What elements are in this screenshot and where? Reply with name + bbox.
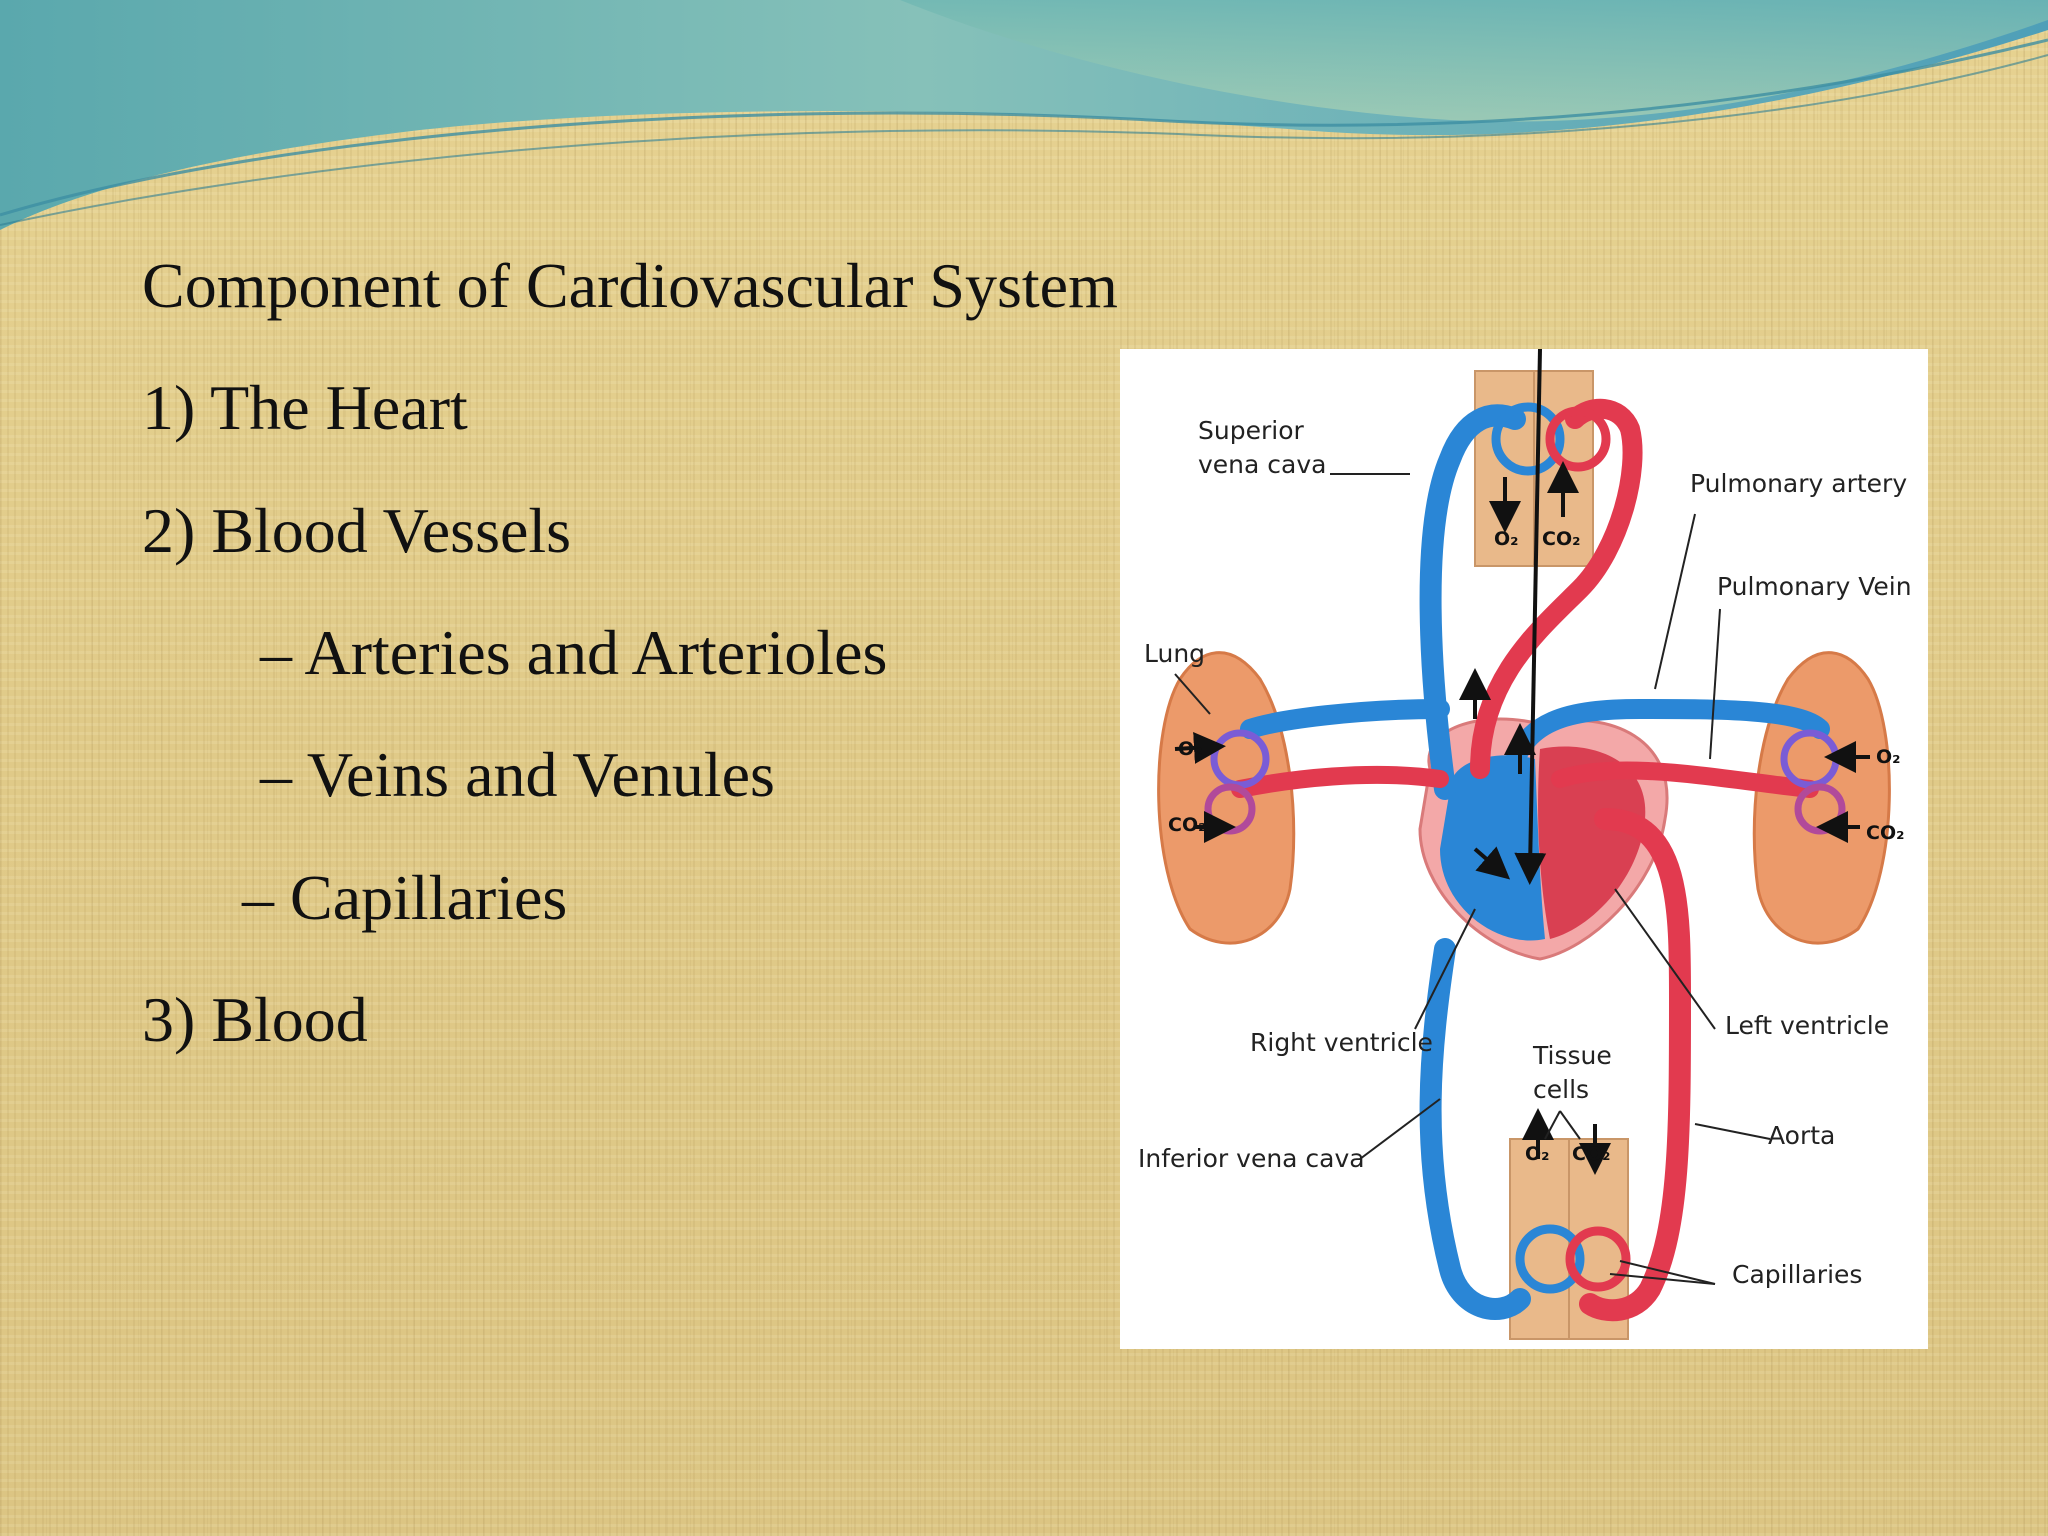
label-superior-vena-cava-1: Superior	[1198, 416, 1304, 445]
sub-item-arteries: – Arteries and Arterioles	[260, 617, 888, 688]
label-tissue-cells-1: Tissue	[1532, 1041, 1612, 1070]
label-pulmonary-artery: Pulmonary artery	[1690, 469, 1907, 498]
label-inferior-vena-cava: Inferior vena cava	[1138, 1144, 1365, 1173]
label-right-ventricle: Right ventricle	[1250, 1028, 1433, 1057]
left-ventricle-chamber	[1538, 746, 1646, 939]
lower-capillaries	[1515, 1224, 1631, 1294]
gas-co2-left-lung: CO₂	[1168, 814, 1206, 836]
pulmonary-vein-left-vessel	[1231, 765, 1449, 798]
gas-o2-lower: O₂	[1525, 1143, 1549, 1165]
label-capillaries: Capillaries	[1732, 1260, 1862, 1289]
gas-co2-right-lung: CO₂	[1866, 822, 1904, 844]
sub-item-veins: – Veins and Venules	[260, 739, 775, 810]
slide-title: Component of Cardiovascular System	[142, 250, 1118, 321]
header-wave-decoration	[0, 0, 2048, 230]
label-pulmonary-vein: Pulmonary Vein	[1717, 572, 1912, 601]
circulation-illustration: O₂ CO₂ O₂ CO₂ O₂ CO₂ O₂ CO₂ Superior ven…	[1138, 349, 1912, 1340]
label-superior-vena-cava-2: vena cava	[1198, 450, 1326, 479]
inferior-vena-cava-vessel	[1419, 938, 1531, 1320]
gas-o2-left-lung: O₂	[1178, 738, 1202, 760]
left-lung	[1157, 651, 1296, 945]
gas-co2-lower: CO₂	[1572, 1143, 1610, 1165]
label-left-ventricle: Left ventricle	[1725, 1011, 1889, 1040]
list-item-heart: 1) The Heart	[142, 372, 468, 443]
leader-lines	[1174, 473, 1771, 1285]
list-item-blood-vessels: 2) Blood Vessels	[142, 495, 572, 566]
aorta-vessel	[1579, 808, 1691, 1322]
list-item-blood: 3) Blood	[142, 984, 368, 1055]
gas-o2-right-lung: O₂	[1876, 746, 1900, 768]
upper-body-artery-vessel	[1470, 398, 1643, 779]
flow-arrows	[1174, 349, 1870, 1175]
label-aorta: Aorta	[1768, 1121, 1835, 1150]
label-lung: Lung	[1144, 639, 1205, 668]
gas-co2-upper: CO₂	[1542, 528, 1580, 550]
pulmonary-artery-left-vessel	[1240, 699, 1450, 739]
gas-o2-upper: O₂	[1494, 528, 1518, 550]
sub-item-capillaries: – Capillaries	[242, 862, 568, 933]
pulmonary-vein-right-vessel	[1551, 761, 1819, 798]
circulatory-system-diagram: O₂ CO₂ O₂ CO₂ O₂ CO₂ O₂ CO₂ Superior ven…	[1120, 349, 1928, 1349]
right-lung	[1752, 651, 1891, 945]
label-tissue-cells-2: cells	[1533, 1075, 1589, 1104]
